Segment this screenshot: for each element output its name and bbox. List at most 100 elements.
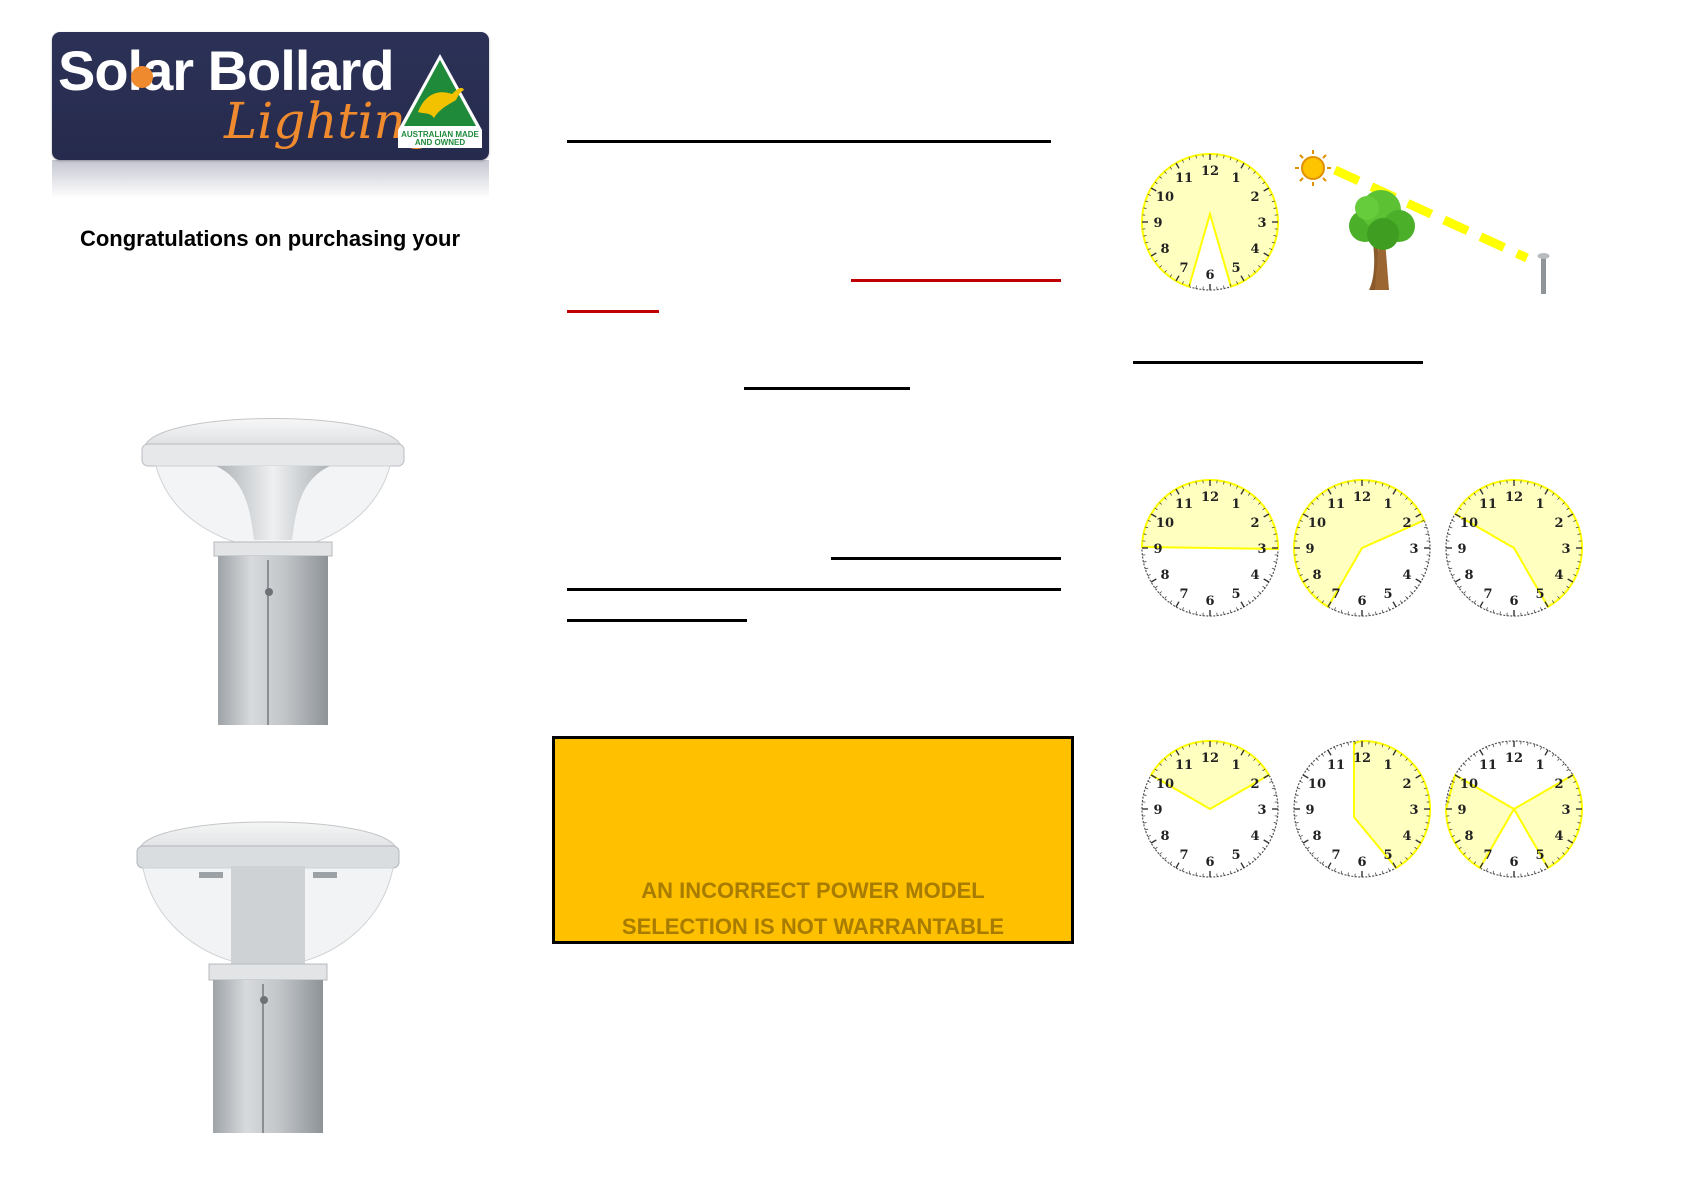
clock-tick (1247, 274, 1251, 278)
clock-tick (1340, 744, 1343, 748)
clock-tick (1164, 758, 1167, 761)
clock-tick (1302, 578, 1309, 583)
clock-tick (1273, 822, 1277, 824)
clock-tick (1421, 781, 1425, 783)
clock-tick (1169, 274, 1173, 278)
clock-tick (1150, 513, 1157, 518)
clock-number: 3 (1257, 542, 1266, 557)
clock-tick (1567, 774, 1574, 779)
text-underline-1 (744, 387, 910, 390)
clock-tick (1423, 787, 1427, 790)
clock-tick (1414, 585, 1418, 589)
clock-tick (1253, 857, 1256, 860)
clock-number: 2 (1251, 777, 1260, 792)
clock-tick (1273, 207, 1277, 209)
clock-number: 8 (1464, 829, 1473, 844)
clock-tick (1195, 481, 1197, 485)
clock-tick (1399, 861, 1403, 865)
clock-number: 8 (1160, 829, 1169, 844)
clock-tick (1479, 601, 1484, 608)
clock-tick (1499, 872, 1501, 876)
clock-tick (1269, 520, 1273, 522)
clock-tick (1159, 852, 1162, 855)
clock-tick (1143, 794, 1147, 796)
clock-tick (1375, 481, 1377, 485)
clock-tick (1169, 166, 1173, 170)
clock-tick (1410, 763, 1413, 766)
clock-tick (1263, 839, 1270, 844)
clock-number: 5 (1535, 848, 1544, 863)
clock-tick (1544, 601, 1549, 608)
clock-tick (1271, 526, 1275, 529)
clock-tick (1562, 502, 1565, 505)
clock-tick (1423, 567, 1427, 570)
clock-tick (1195, 742, 1197, 746)
clock-tick (1573, 781, 1577, 783)
clock-tick (1551, 861, 1555, 865)
clock-number: 5 (1231, 587, 1240, 602)
clock-tick (1253, 758, 1256, 761)
clock-tick (1423, 828, 1427, 831)
clock-tick (1327, 862, 1332, 869)
clock-number: 10 (1156, 777, 1174, 792)
clock-tick (1458, 846, 1462, 850)
clock-tick (1316, 497, 1319, 500)
clock-tick (1306, 846, 1310, 850)
shading-illustration (1295, 148, 1555, 296)
clock-number: 4 (1251, 242, 1260, 257)
clock-tick (1458, 585, 1462, 589)
clock-tick (1566, 768, 1570, 772)
clock-number: 8 (1160, 568, 1169, 583)
clock-tick (1263, 252, 1270, 257)
clock-tick (1463, 591, 1466, 594)
clock-number: 12 (1505, 490, 1523, 505)
clock-number: 10 (1460, 516, 1478, 531)
clock-tick (1479, 488, 1484, 495)
clock-tick (1258, 852, 1261, 855)
clock-number: 9 (1305, 803, 1314, 818)
clock-tick (1449, 787, 1453, 790)
clock-tick (1573, 574, 1577, 576)
clock-number: 10 (1308, 777, 1326, 792)
clock-tick (1154, 846, 1158, 850)
clock-tick (1454, 839, 1461, 844)
clock-number: 11 (1479, 497, 1497, 512)
clock-tick (1188, 157, 1191, 161)
clock-number: 2 (1403, 516, 1412, 531)
clock-tick (1533, 744, 1536, 748)
clock-tick (1223, 285, 1225, 289)
sunlight-sector (1453, 479, 1583, 609)
clock-tick (1454, 513, 1461, 518)
clock-tick (1295, 822, 1299, 824)
clock-tick (1347, 742, 1349, 746)
badge-text-line2: AND OWNED (415, 138, 465, 147)
clock-tick (1269, 835, 1273, 837)
clock-tick (1388, 746, 1390, 750)
clock-tick (1540, 746, 1542, 750)
clock-tick (1410, 502, 1413, 505)
clock-tick (1147, 520, 1151, 522)
clock-tick (1421, 835, 1425, 837)
text-underline-3 (567, 588, 1061, 591)
clock-tick (1375, 872, 1377, 876)
clock-tick (1258, 763, 1261, 766)
clock-number: 1 (1231, 497, 1240, 512)
clock-tick (1479, 749, 1484, 756)
clock-number: 1 (1231, 758, 1240, 773)
clock-tick (1188, 609, 1191, 613)
clock-tick (1527, 481, 1529, 485)
clock-tick (1262, 181, 1266, 185)
clock-tick (1236, 281, 1238, 285)
clock-tick (1263, 513, 1270, 518)
clock-tick (1195, 285, 1197, 289)
clock-number: 4 (1403, 568, 1412, 583)
clock-tick (1302, 839, 1309, 844)
clock-tick (1316, 596, 1319, 599)
clock-tick (1229, 609, 1232, 613)
clock-tick (1223, 742, 1225, 746)
brand-name: Solar Bollard (58, 39, 395, 102)
clock-tick (1468, 596, 1471, 599)
clock-tick (1410, 852, 1413, 855)
clock-tick (1414, 768, 1418, 772)
